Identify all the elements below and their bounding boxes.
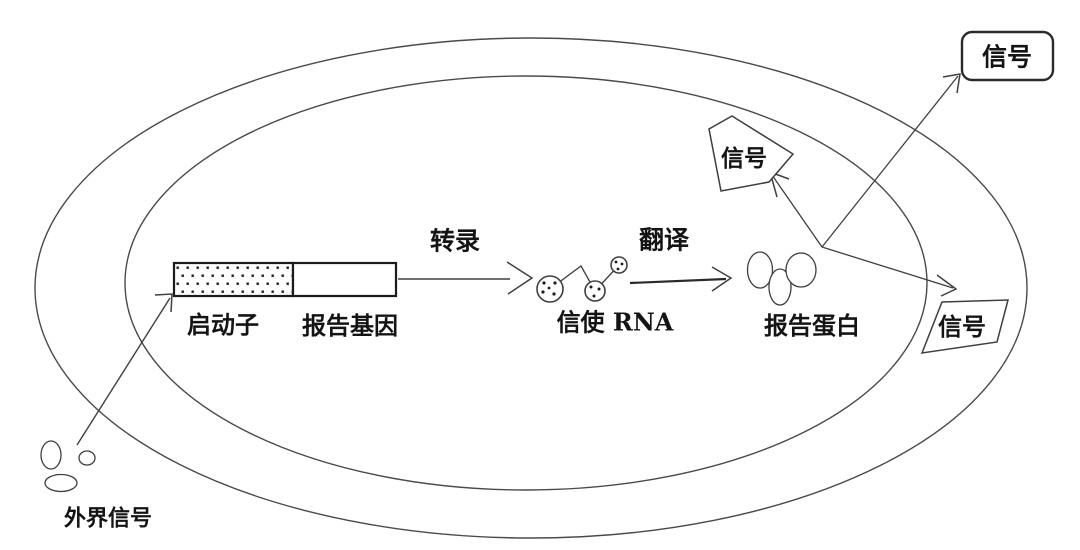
external-signal-label: 外界信号	[64, 506, 152, 532]
promoter-box	[172, 261, 295, 298]
promoter-label: 启动子	[187, 311, 259, 339]
signal-pentagon-label: 信号	[721, 145, 767, 172]
signal-arrow-to-membrane-head	[936, 274, 958, 297]
transcription-label: 转录	[430, 227, 480, 256]
outer-cell-membrane	[34, 37, 1028, 539]
signal-arrow-to-pentagon-line	[771, 174, 823, 248]
signal-parallelogram	[920, 299, 1009, 354]
translation-arrowhead	[711, 266, 733, 292]
transcription-arrowhead	[506, 261, 534, 295]
translation-arrow-line	[629, 277, 727, 285]
mrna-label: 信使 RNA	[557, 308, 674, 337]
signal-arrow-to-outside-head	[942, 73, 961, 94]
inner-cell-membrane	[124, 75, 928, 491]
mrna-icon	[536, 256, 628, 303]
signal-pentagon	[708, 115, 795, 192]
external-signal-arrow-line	[76, 297, 171, 446]
signal-box-label: 信号	[982, 43, 1032, 72]
signal-parallelogram-label: 信号	[938, 313, 986, 341]
reporter-protein-icon	[746, 251, 817, 306]
signal-rounded-box	[960, 30, 1055, 82]
reporter-gene-label: 报告基因	[302, 312, 398, 340]
signal-arrow-to-outside-line	[821, 75, 959, 248]
external-signal-molecules-icon	[40, 440, 96, 493]
reporter-gene-box	[291, 261, 398, 298]
signal-arrow-to-membrane-line	[821, 246, 954, 289]
reporter-protein-label: 报告蛋白	[764, 312, 860, 340]
translation-label: 翻译	[639, 226, 690, 255]
external-signal-arrowhead	[154, 293, 173, 313]
